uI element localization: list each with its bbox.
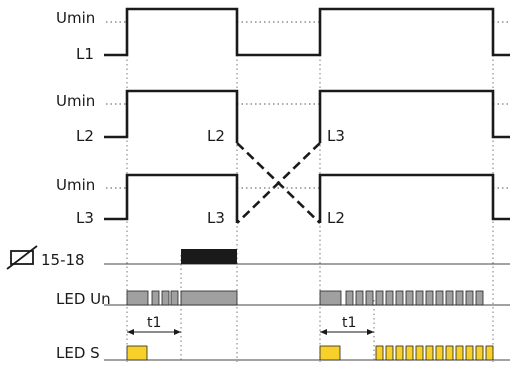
led-s-pulse	[455, 345, 464, 361]
umin-label-3: Umin	[56, 176, 95, 194]
led-un-pulse	[180, 290, 238, 306]
led-un-pulse	[455, 290, 464, 306]
led-un-pulse	[345, 290, 354, 306]
relay-row: 15-18	[6, 245, 510, 270]
t1-marker-1: t1	[127, 315, 181, 335]
led-un-pulse	[126, 290, 149, 306]
led-un-pulse	[445, 290, 454, 306]
led-un-pulse	[151, 290, 160, 306]
led-s-pulse	[395, 345, 404, 361]
led-un-pulse	[465, 290, 474, 306]
crossing-label-l3-second: L3	[207, 209, 225, 227]
crossing-label-l3-first: L3	[327, 127, 345, 145]
signal-l1: Umin L1	[56, 7, 510, 63]
led-un-pulses	[126, 290, 484, 306]
t1-label-2: t1	[342, 315, 356, 331]
led-un-pulse	[475, 290, 484, 306]
crossing-label-l2-second: L2	[327, 209, 345, 227]
crossing-label-l2-first: L2	[207, 127, 225, 145]
led-un-pulse	[355, 290, 364, 306]
relay-coil-icon	[6, 245, 38, 270]
led-un-pulse	[170, 290, 179, 306]
led-un-pulse	[365, 290, 374, 306]
relay-label: 15-18	[41, 251, 85, 269]
signal-l2: Umin L2 L2 L3	[56, 89, 510, 145]
line-label-l2: L2	[76, 127, 94, 145]
line-label-l1: L1	[76, 45, 94, 63]
led-s-pulse	[405, 345, 414, 361]
led-un-pulse	[405, 290, 414, 306]
led-s-pulse	[465, 345, 474, 361]
led-s-label: LED S	[56, 344, 100, 362]
led-s-pulse	[425, 345, 434, 361]
led-un-pulse	[435, 290, 444, 306]
umin-label-1: Umin	[56, 9, 95, 27]
signal-l3: Umin L3 L3 L2	[56, 173, 510, 227]
led-un-pulse	[385, 290, 394, 306]
led-s-pulse	[445, 345, 454, 361]
led-un-pulse	[415, 290, 424, 306]
t1-marker-2: t1	[320, 315, 374, 335]
time-guides	[126, 55, 494, 362]
umin-label-2: Umin	[56, 92, 95, 110]
led-s-pulse	[415, 345, 424, 361]
led-un-pulse	[425, 290, 434, 306]
led-s-pulses	[126, 345, 494, 361]
led-un-pulse	[375, 290, 384, 306]
led-s-pulse	[485, 345, 494, 361]
led-s-pulse	[375, 345, 384, 361]
led-un-label: LED Un	[56, 290, 111, 308]
led-un-pulse	[319, 290, 342, 306]
relay-on-bar	[181, 249, 237, 264]
led-s-pulse	[435, 345, 444, 361]
led-s-pulse	[126, 345, 148, 361]
led-un-row: LED Un	[56, 290, 510, 308]
line-label-l3: L3	[76, 209, 94, 227]
t1-label-1: t1	[147, 315, 161, 331]
led-s-pulse	[319, 345, 341, 361]
phase-swap-crossing	[236, 142, 321, 224]
led-s-row: LED S	[56, 344, 510, 362]
led-un-pulse	[395, 290, 404, 306]
led-s-pulse	[475, 345, 484, 361]
led-un-pulse	[161, 290, 170, 306]
led-s-pulse	[385, 345, 394, 361]
